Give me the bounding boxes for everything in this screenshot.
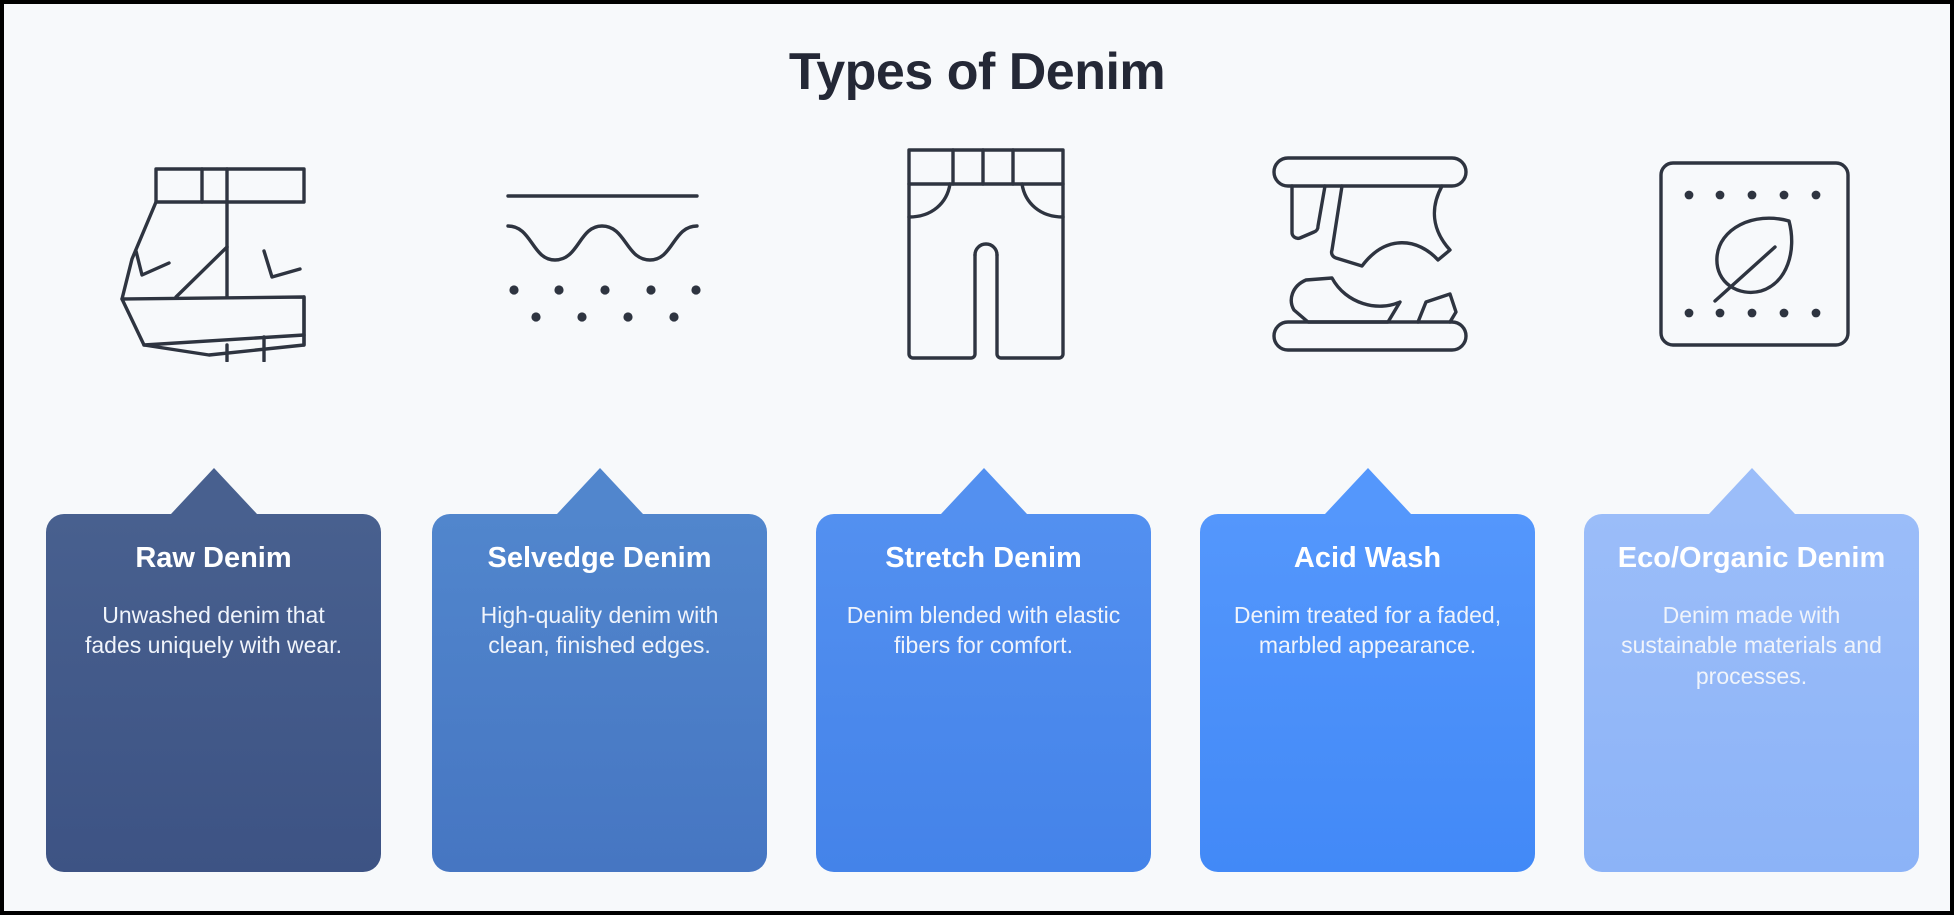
card-selvedge-denim[interactable]: Selvedge Denim High-quality denim with c…	[432, 468, 767, 872]
page-title: Types of Denim	[788, 43, 1166, 101]
card-acid-wash[interactable]: Acid Wash Denim treated for a faded, mar…	[1200, 468, 1535, 872]
icon-folded-jeans-icon	[46, 144, 386, 364]
card-pointer	[170, 468, 257, 514]
card-pointer	[1324, 468, 1411, 514]
card-description: Denim treated for a faded, marbled appea…	[1233, 601, 1502, 659]
card-raw-denim[interactable]: Raw Denim Unwashed denim that fades uniq…	[46, 468, 381, 872]
infographic-canvas: Types of Denim	[4, 4, 1950, 911]
card-pointer	[940, 468, 1027, 514]
icon-stretch-pants-icon	[816, 144, 1156, 364]
card-title: Raw Denim	[135, 542, 292, 574]
card-description: Denim made with sustainable materials an…	[1621, 601, 1882, 689]
card-eco-organic-denim[interactable]: Eco/Organic Denim Denim made with sustai…	[1584, 468, 1919, 872]
icon-acid-wash-marble-icon	[1200, 144, 1540, 364]
card-description: Denim blended with elastic fibers for co…	[846, 601, 1121, 659]
icon-selvedge-edge-stitching-icon	[432, 144, 772, 364]
card-title: Selvedge Denim	[487, 542, 712, 574]
card-description: Unwashed denim that fades uniquely with …	[85, 601, 342, 659]
card-title: Stretch Denim	[885, 542, 1082, 574]
icon-eco-leaf-swatch-icon	[1584, 144, 1924, 364]
card-pointer	[556, 468, 643, 514]
card-title: Eco/Organic Denim	[1617, 542, 1886, 574]
card-title: Acid Wash	[1293, 542, 1442, 574]
card-pointer	[1708, 468, 1795, 514]
card-stretch-denim[interactable]: Stretch Denim Denim blended with elastic…	[816, 468, 1151, 872]
card-description: High-quality denim with clean, finished …	[480, 601, 719, 659]
